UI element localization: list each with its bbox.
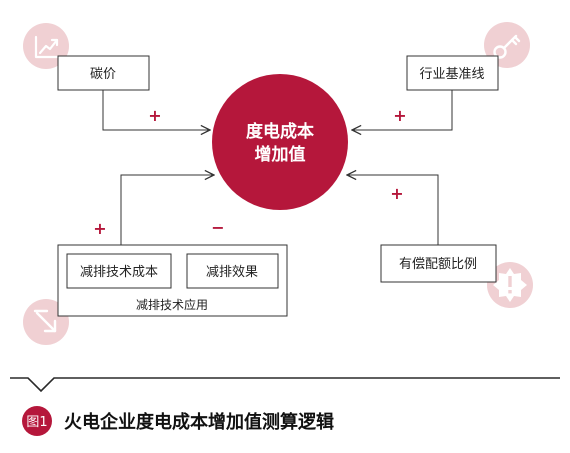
node-tech-application-label: 减排技术应用 — [136, 297, 208, 312]
node-tech-application-group: 减排技术成本 减排效果 减排技术应用 — [57, 244, 288, 317]
center-node-line1: 度电成本 — [246, 121, 314, 142]
connector-tech-application — [120, 175, 214, 245]
alert-badge-icon — [487, 262, 533, 308]
node-tech-cost-box — [66, 253, 172, 289]
figure-title: 火电企业度电成本增加值测算逻辑 — [64, 411, 334, 433]
node-reduction-effect-label: 减排效果 — [206, 265, 258, 280]
sign-industry-baseline: + — [393, 106, 406, 125]
connector-paid-quota — [347, 175, 439, 245]
sign-tech-cost: + — [93, 219, 106, 238]
node-paid-quota-ratio: 有偿配额比例 — [380, 244, 497, 283]
node-carbon-price-label: 碳价 — [90, 67, 116, 82]
sign-reduction-effect: − — [211, 218, 224, 237]
caption-divider — [10, 377, 560, 393]
center-node-circle — [212, 74, 348, 210]
node-carbon-price: 碳价 — [57, 55, 150, 91]
node-industry-baseline: 行业基准线 — [406, 55, 499, 91]
figure-badge-label: 图1 — [26, 415, 47, 430]
sign-carbon-price: + — [148, 106, 161, 125]
connector-carbon-price — [102, 90, 210, 130]
figure-badge: 图1 — [22, 406, 52, 436]
node-industry-baseline-label: 行业基准线 — [419, 67, 484, 82]
sign-paid-quota-ratio: + — [390, 184, 403, 203]
center-node-line2: 增加值 — [255, 144, 306, 165]
connector-industry-baseline — [352, 90, 453, 130]
node-tech-cost-label: 减排技术成本 — [80, 265, 158, 280]
node-paid-quota-ratio-label: 有偿配额比例 — [399, 257, 477, 272]
node-reduction-effect-box — [186, 253, 279, 289]
